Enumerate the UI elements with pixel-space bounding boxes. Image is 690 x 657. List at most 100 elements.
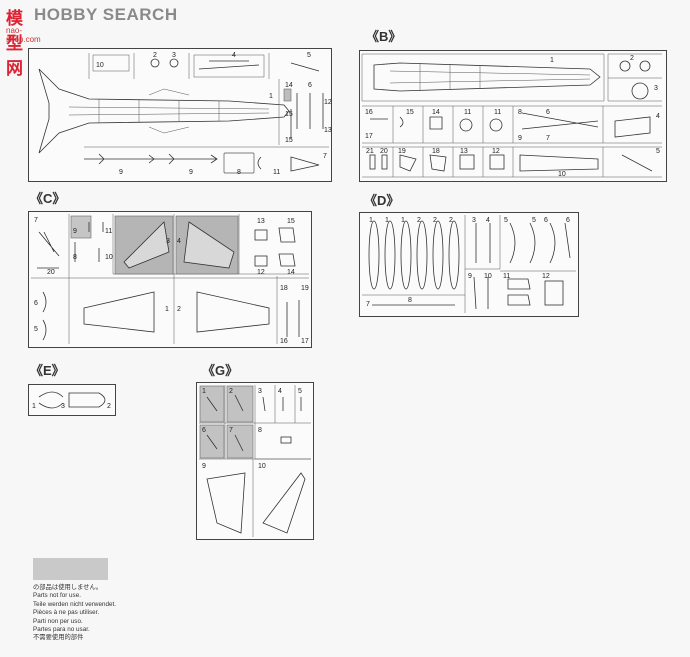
sprue-c-drawing [31, 214, 309, 344]
part-number: 15 [287, 218, 295, 225]
part-number: 10 [484, 273, 492, 280]
legend-line-zh: 不需要使用的部件 [33, 634, 84, 642]
part-number: 13 [324, 127, 332, 134]
part-number: 16 [365, 109, 373, 116]
part-number: 14 [432, 109, 440, 116]
part-number: 12 [324, 99, 332, 106]
part-number: 5 [532, 217, 536, 224]
part-number: 10 [96, 62, 104, 69]
part-number: 19 [301, 285, 309, 292]
part-number: 9 [202, 463, 206, 470]
part-number: 4 [486, 217, 490, 224]
part-number: 1 [32, 403, 36, 410]
part-number: 18 [280, 285, 288, 292]
part-number: 3 [61, 403, 65, 410]
legend-line-ja: の部品は使用しません。 [33, 584, 103, 591]
part-number: 21 [366, 148, 374, 155]
part-number: 8 [73, 254, 77, 261]
part-number: 10 [558, 171, 566, 178]
part-number: 20 [380, 148, 388, 155]
part-number: 15 [285, 137, 293, 144]
part-number: 8 [408, 297, 412, 304]
part-number: 2 [107, 403, 111, 410]
section-label-b: 《B》 [366, 29, 402, 44]
unused-parts-swatch [33, 558, 108, 580]
part-number: 2 [229, 388, 233, 395]
watermark-chinese: 模型网 [6, 9, 24, 78]
part-number: 16 [280, 338, 288, 345]
part-number: 7 [366, 301, 370, 308]
part-number: 5 [34, 326, 38, 333]
part-number: 1 [165, 306, 169, 313]
part-number: 11 [464, 109, 472, 116]
part-number: 1 [202, 388, 206, 395]
watermark-site: nao-shop.com [6, 26, 41, 44]
part-number: 18 [432, 148, 440, 155]
part-number: 6 [566, 217, 570, 224]
part-number: 4 [278, 388, 282, 395]
sprue-g-drawing [199, 385, 311, 537]
unused-parts-legend: の部品は使用しません。 Parts not for use. Teile wer… [33, 584, 116, 643]
part-number: 11 [503, 273, 511, 280]
part-number: 6 [308, 82, 312, 89]
section-label-d: 《D》 [364, 193, 400, 208]
part-number: 7 [229, 427, 233, 434]
sprue-b-frame: 1 2 3 16 17 15 14 11 11 8 6 9 7 4 21 20 … [359, 50, 667, 182]
legend-line-it: Parti non per uso. [33, 617, 83, 625]
sprue-a-drawing [38, 53, 329, 174]
sprue-e-drawing [38, 391, 106, 409]
legend-line-fr: Pièces à ne pas utiliser. [33, 609, 100, 617]
part-number: 5 [656, 148, 660, 155]
part-number: 10 [258, 463, 266, 470]
legend-line-es: Partes para no usar. [33, 626, 90, 634]
part-number: 9 [73, 228, 77, 235]
part-number: 9 [189, 169, 193, 176]
part-number: 1 [269, 93, 273, 100]
legend-line-de: Teile werden nicht verwendet. [33, 600, 116, 608]
sprue-e-frame: 1 2 3 [28, 384, 116, 416]
part-number: 9 [119, 169, 123, 176]
part-number: 6 [202, 427, 206, 434]
part-number: 5 [307, 52, 311, 59]
part-number: 11 [494, 109, 502, 116]
part-number: 6 [34, 300, 38, 307]
watermark-brand: HOBBY SEARCH [34, 5, 178, 24]
part-number: 1 [401, 217, 405, 224]
part-number: 3 [258, 388, 262, 395]
part-number: 5 [504, 217, 508, 224]
part-number: 6 [544, 217, 548, 224]
part-number: 19 [398, 148, 406, 155]
part-number: 1 [385, 217, 389, 224]
part-number: 17 [301, 338, 309, 345]
part-number: 13 [460, 148, 468, 155]
section-label-c: 《C》 [30, 191, 66, 206]
part-number: 3 [166, 238, 170, 245]
sprue-a-frame: 10 2 3 4 5 1 14 6 12 15 13 15 9 9 8 11 7 [28, 48, 332, 182]
part-number: 7 [34, 217, 38, 224]
part-number: 17 [365, 133, 373, 140]
part-number: 8 [258, 427, 262, 434]
part-number: 15 [285, 111, 293, 118]
part-number: 2 [153, 52, 157, 59]
part-number: 1 [369, 217, 373, 224]
part-number: 2 [433, 217, 437, 224]
part-number: 11 [105, 228, 113, 235]
part-number: 7 [323, 153, 327, 160]
sprue-g-frame: 1 2 3 4 5 6 7 8 9 10 [196, 382, 314, 540]
legend-line-en: Parts not for use. [33, 592, 81, 600]
part-number: 14 [285, 82, 293, 89]
part-number: 15 [406, 109, 414, 116]
sprue-d-frame: 1 1 1 2 2 2 3 4 5 5 6 6 9 10 11 12 7 8 [359, 212, 579, 317]
part-number: 6 [546, 109, 550, 116]
sprue-c-frame: 7 9 11 8 10 20 3 4 13 15 12 14 6 5 1 2 1… [28, 211, 312, 348]
section-label-g: 《G》 [202, 363, 239, 378]
part-number: 2 [630, 55, 634, 62]
part-number: 4 [656, 113, 660, 120]
part-number: 4 [232, 52, 236, 59]
part-number: 3 [172, 52, 176, 59]
sprue-b-drawing [361, 53, 662, 178]
part-number: 11 [273, 169, 281, 176]
part-number: 12 [492, 148, 500, 155]
part-number: 3 [472, 217, 476, 224]
part-number: 12 [542, 273, 550, 280]
